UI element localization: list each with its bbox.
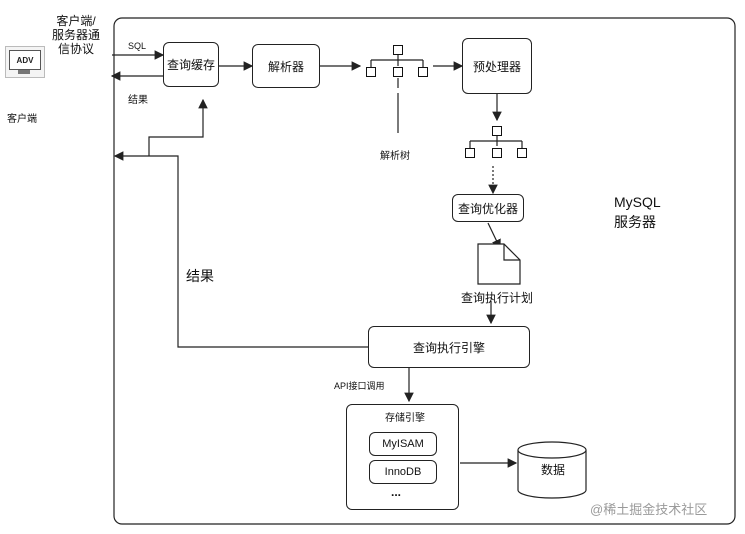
result-small-label: 结果	[128, 95, 148, 106]
storage-engine-label: 存储引擎	[385, 413, 425, 424]
monitor-icon: ADV	[9, 50, 41, 70]
client-computer-icon: ADV	[5, 46, 45, 78]
tree1-mid-node	[393, 67, 403, 77]
data-cylinder	[517, 441, 587, 499]
result-large-label: 结果	[186, 268, 214, 284]
engine-result-path	[149, 155, 368, 348]
tree2-mid-node	[492, 148, 502, 158]
server-title-line-2: 服务器	[614, 214, 656, 230]
monitor-stand	[18, 70, 30, 74]
server-title: MySQL 服务器	[614, 192, 661, 232]
protocol-line-3: 信协议	[57, 42, 94, 56]
execution-engine-box: 查询执行引擎	[368, 326, 530, 368]
tree1-right-node	[418, 67, 428, 77]
optimizer-box: 查询优化器	[452, 194, 524, 222]
parse-tree-1-edges	[370, 55, 424, 133]
protocol-line-1: 客户端/	[56, 14, 96, 28]
storage-engine-group: 存储引擎 MyISAM InnoDB ...	[346, 404, 459, 510]
parser-box: 解析器	[252, 44, 320, 88]
engine-myisam: MyISAM	[369, 432, 437, 456]
tree1-left-node	[366, 67, 376, 77]
client-label: 客户端	[7, 114, 37, 125]
protocol-label: 客户端/ 服务器通 信协议	[48, 14, 104, 56]
server-title-line-1: MySQL	[614, 194, 661, 210]
parse-tree-label: 解析树	[380, 151, 410, 162]
engine-innodb: InnoDB	[369, 460, 437, 484]
monitor-label: ADV	[16, 55, 34, 65]
preprocessor-box: 预处理器	[462, 38, 532, 94]
query-cache-box: 查询缓存	[163, 42, 219, 87]
plan-document-icon	[477, 243, 521, 285]
tree2-root-node	[492, 126, 502, 136]
tree2-right-node	[517, 148, 527, 158]
parse-tree-2-edges	[469, 136, 523, 148]
tree1-root-node	[393, 45, 403, 55]
protocol-line-2: 服务器通	[51, 28, 100, 42]
result-to-cache-arrow	[148, 98, 208, 156]
watermark: @稀土掘金技术社区	[590, 502, 708, 517]
tree2-left-node	[465, 148, 475, 158]
sql-label: SQL	[128, 41, 147, 51]
api-call-label: API接口调用	[334, 381, 385, 391]
data-label: 数据	[541, 463, 566, 477]
engine-more: ...	[391, 485, 402, 499]
execution-plan-label: 查询执行计划	[461, 291, 534, 305]
server-boundary	[113, 17, 736, 525]
